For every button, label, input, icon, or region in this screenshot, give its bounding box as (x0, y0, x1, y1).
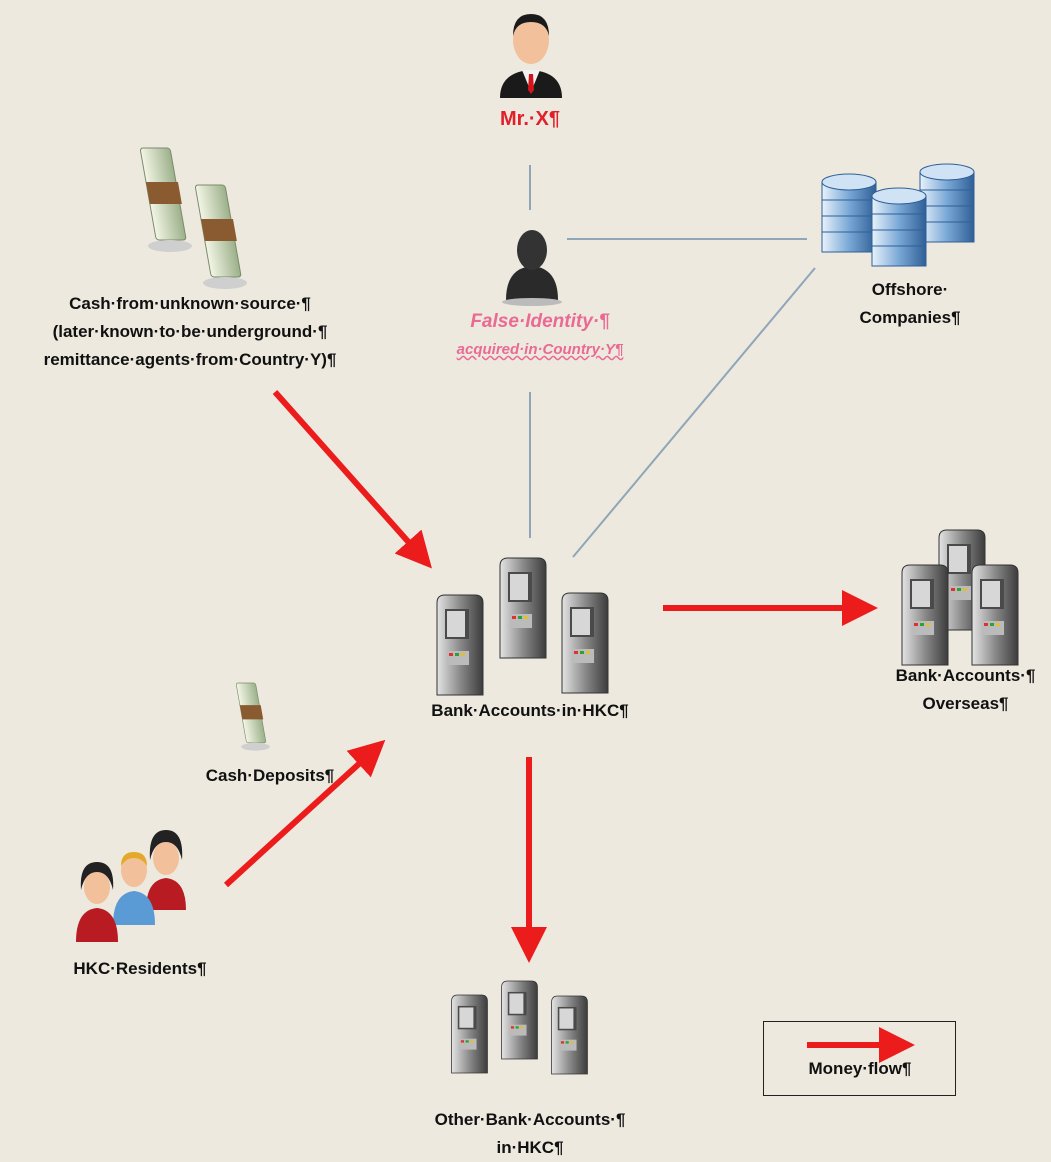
cash-unknown-source-label: Cash·from·unknown·source·¶ (later·known·… (43, 294, 337, 369)
person-silhouette-icon (502, 230, 562, 306)
arrow-residents-to-bank (223, 739, 386, 888)
arrow-cash-to-bank (272, 390, 432, 569)
cash-bundle-icon (139, 147, 248, 290)
other-bank-accounts-label: Other·Bank·Accounts·¶ in·HKC¶ (434, 1110, 626, 1157)
cash-deposits-label: Cash·Deposits¶ (205, 766, 335, 785)
connector-lines (529, 165, 816, 558)
people-group-icon (76, 830, 186, 942)
offshore-companies-label: Offshore· Companies¶ (859, 280, 961, 327)
bank-accounts-overseas-label: Bank·Accounts·¶ Overseas¶ (895, 666, 1036, 713)
mr-x-label: Mr.·X¶ (499, 108, 561, 130)
hkc-residents-label: HKC·Residents¶ (73, 959, 207, 978)
atm-machine-icon (436, 557, 609, 696)
businessman-icon (500, 14, 562, 98)
cash-bundle-icon-deposits (235, 682, 271, 751)
false-identity-label: False·Identity·¶ acquired·in·Country·Y¶ (456, 311, 624, 358)
atm-machine-icon-other (451, 980, 588, 1075)
office-buildings-icon (821, 163, 975, 267)
legend (763, 1021, 956, 1096)
bank-accounts-hkc-label: Bank·Accounts·in·HKC¶ (431, 701, 629, 720)
atm-machine-icon-overseas (901, 529, 1019, 666)
legend-label: Money·flow¶ (808, 1059, 912, 1078)
